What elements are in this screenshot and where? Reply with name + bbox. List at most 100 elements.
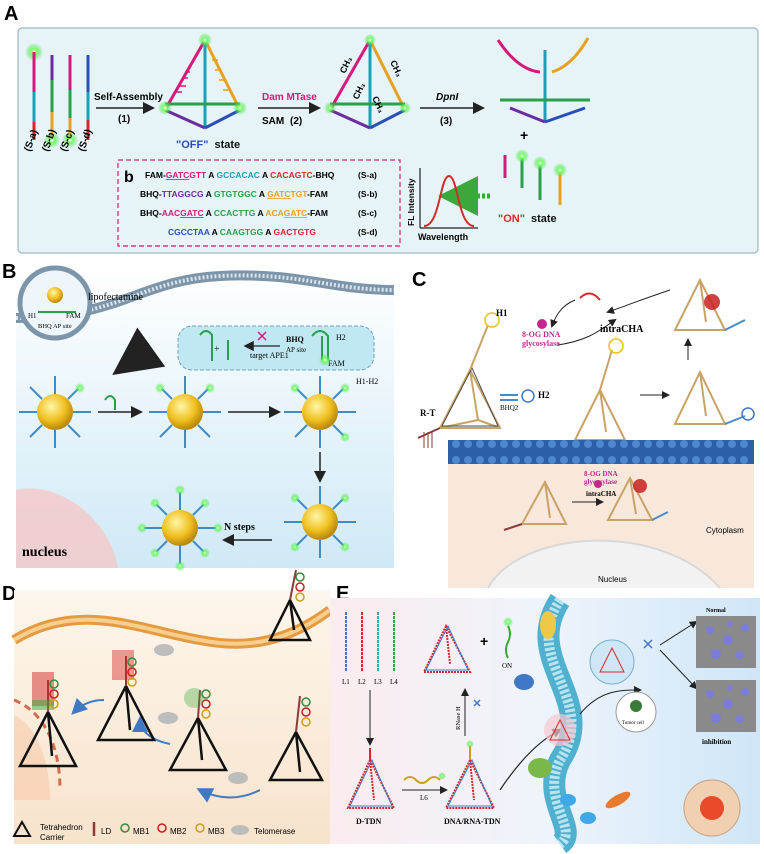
legend-mb3: MB3 — [208, 827, 225, 836]
entry-arrow — [112, 327, 166, 375]
seq-part: GATC — [267, 189, 290, 199]
sequence-tag: (S-d) — [358, 227, 378, 237]
endosome — [589, 639, 635, 685]
telomerase-icon — [154, 644, 174, 656]
strand-label: L2 — [358, 678, 366, 686]
seq-part: A — [204, 208, 214, 218]
strand-label: L3 — [374, 678, 382, 686]
fl-axis-label: FL Intensity — [406, 178, 416, 226]
sequence-tag: (S-b) — [358, 189, 378, 199]
sequence-s-d: CGCCTAA A CAAGTGG A GACTGTG — [168, 227, 316, 237]
nucleus-label: Nucleus — [598, 575, 627, 584]
legend-tetrahedron: Tetrahedron — [40, 823, 83, 832]
seq-part: CAAGTGG — [220, 227, 264, 237]
fluor-signal-icon — [633, 479, 647, 493]
seq-part: FAM- — [145, 170, 166, 180]
target-strand — [579, 292, 601, 301]
cleaved-tetrahedron — [496, 37, 590, 124]
seq-part: A — [204, 189, 214, 199]
mb2-legend-icon — [157, 823, 167, 833]
target-ape1-label: target APE1 — [250, 351, 289, 360]
seq-part: -FAM — [307, 208, 328, 218]
tetrahedron-probe — [606, 475, 669, 521]
gold-nanoparticle — [284, 486, 356, 558]
strand-label: L1 — [342, 678, 350, 686]
gold-nanoparticle — [284, 376, 356, 448]
membrane-protein — [514, 674, 534, 690]
dpni-label: DpnI — [436, 92, 458, 103]
intracha-label: intraCHA — [600, 324, 644, 335]
h2-label: H2 — [336, 333, 346, 342]
ap-site-label: AP site — [286, 346, 306, 354]
bhq-ap-label: BHQ AP site — [38, 323, 72, 330]
tetrahedron-probe — [417, 312, 502, 439]
seq-part: A — [257, 189, 267, 199]
h1-label: H1 — [28, 312, 37, 320]
panel-b-letter: B — [2, 261, 16, 283]
gold-nanoparticle — [149, 376, 221, 448]
step-2-number: (2) — [290, 116, 302, 127]
panel-c-letter: C — [412, 269, 426, 291]
enzyme-icon — [537, 319, 547, 329]
enzyme-icon — [594, 480, 602, 488]
seq-part: GATC — [284, 208, 307, 218]
fl-peak — [423, 174, 475, 227]
fam-glow-icon — [44, 132, 60, 148]
tdn-cleaved — [422, 623, 472, 673]
seq-part: -FAM — [307, 189, 328, 199]
fluorescence-graph — [419, 168, 478, 229]
sequence-s-b: BHQ-TTAGGCG A GTGTGGC A GATCTGT-FAM — [140, 189, 328, 199]
single-strands — [25, 43, 90, 148]
dna-rna-tdn — [444, 740, 496, 809]
strands-l1-l4 — [345, 612, 395, 672]
telomerase-legend-icon — [231, 825, 249, 835]
intracha-label: intraCHA — [586, 490, 616, 498]
n-steps-label: N steps — [224, 522, 255, 533]
mb1-legend-icon — [120, 823, 130, 833]
step-1-label: Self-Assembly — [94, 92, 163, 103]
tetrahedron-probe — [503, 479, 568, 531]
seq-part: GCCACAC — [216, 170, 259, 180]
scissors-icon — [473, 699, 481, 707]
bhq2-label: BHQ2 — [500, 404, 519, 412]
seq-part: A — [206, 170, 216, 180]
gold-nanoparticle — [19, 376, 91, 448]
panel-a-letter: A — [4, 3, 18, 25]
step-3-number: (3) — [440, 116, 452, 127]
on-label: ON — [502, 662, 512, 670]
tetrahedron-carrier — [167, 688, 229, 772]
seq-part: BHQ- — [140, 189, 162, 199]
off-state-label: "OFF" state — [176, 139, 240, 151]
sequence-s-c: BHQ-AACGATC A CCACTTG A ACAGATC-FAM — [140, 208, 328, 218]
legend-ld: LD — [101, 827, 111, 836]
tetrahedron-legend-icon — [12, 819, 32, 837]
seq-part: GTT — [189, 170, 207, 180]
membrane-protein — [528, 758, 552, 778]
panel-b: B nucleus lipofectamine H1 FAM BHQ AP si… — [2, 261, 395, 571]
inhibition-label: inhibition — [702, 738, 731, 746]
legend-mb1: MB1 — [133, 827, 150, 836]
h1-label: H1 — [496, 308, 508, 318]
state-word: state — [531, 213, 557, 225]
telomerase-icon — [158, 712, 178, 724]
lipofectamine-label: lipofectamine — [88, 292, 144, 303]
seq-part: GTGTGGC — [214, 189, 257, 199]
seq-part: GACTGTG — [273, 227, 316, 237]
on-word: "ON" — [498, 213, 525, 225]
scissors-icon — [643, 639, 653, 649]
tetrahedron-carrier — [17, 672, 79, 768]
seq-part: CGCCTAA — [168, 227, 210, 237]
enzyme-label: glycosylase — [584, 478, 617, 486]
rnase-label: RNase H — [455, 706, 462, 730]
panel-d-legend: Tetrahedron Carrier LD MB1 MB2 MB3 Telom… — [12, 819, 296, 842]
panel-a: A (S-a) (S-b) (S-c) (S-d) Self-Assembly — [4, 3, 759, 254]
tetrahedron-probe — [573, 338, 627, 441]
seq-part: GATC — [180, 208, 203, 218]
seq-part: CACAGTC — [270, 170, 313, 180]
tetrahedron-carrier — [267, 569, 313, 642]
rt-label: R-T — [420, 408, 436, 418]
panel-e: E L1 L2 L3 L4 D-TDN L6 — [330, 583, 760, 853]
sequence-s-a: FAM-GATCGTT A GCCACAC A CACAGTC-BHQ — [145, 170, 335, 180]
plus-sign: + — [480, 633, 488, 649]
